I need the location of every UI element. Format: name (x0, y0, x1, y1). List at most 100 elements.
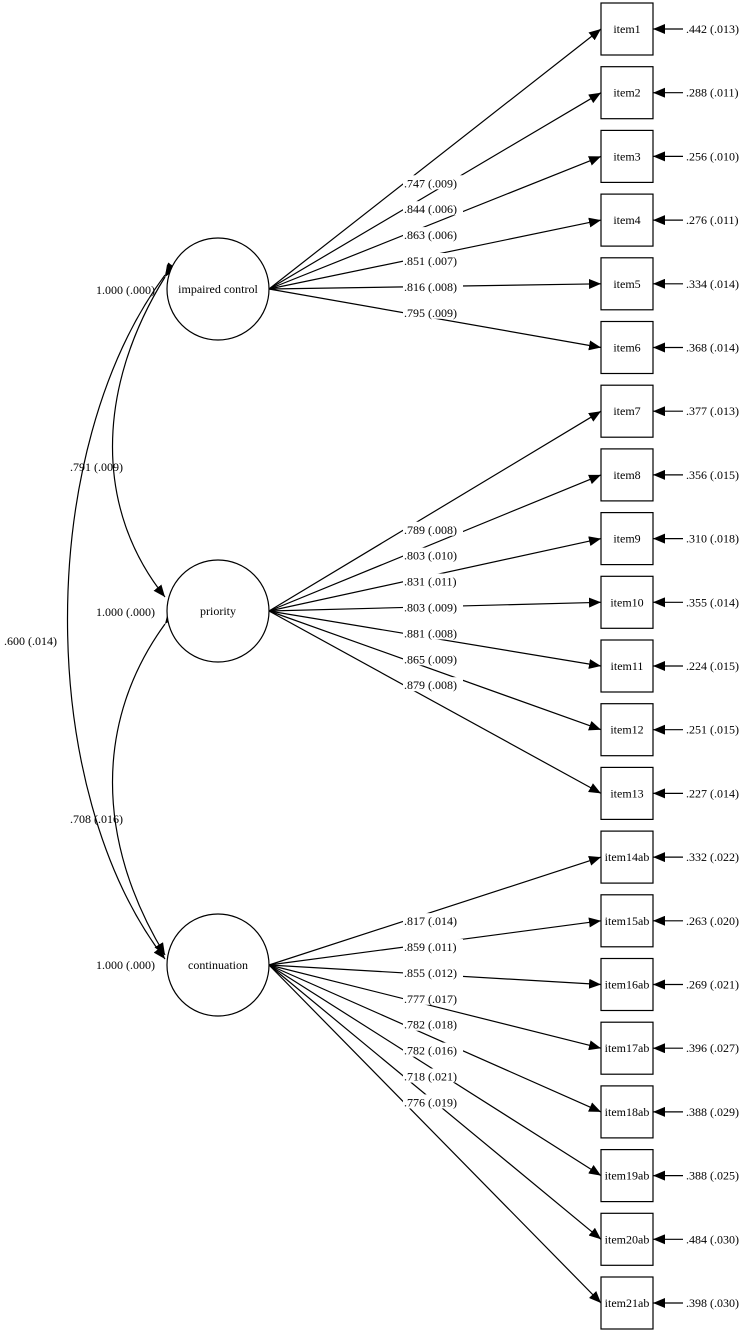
item-box-item7: item7 (600, 384, 654, 438)
residual-label-item4: .276 (.011) (686, 213, 739, 227)
loading-label-item10: .803 (.009) (404, 600, 457, 614)
factor-label: continuation (188, 958, 248, 972)
item-label-item15ab: item15ab (605, 914, 650, 928)
loading-label-item20ab: .718 (.021) (404, 1070, 457, 1084)
loading-arrow-item1 (268, 28, 602, 290)
loading-arrow-item13 (268, 610, 602, 794)
item-box-item9: item9 (600, 511, 654, 566)
loading-label-item4: .851 (.007) (404, 254, 457, 268)
covariance-curve-priority-continuation (111, 611, 177, 956)
item-label-item13: item13 (610, 786, 643, 800)
loading-label-bg (403, 939, 463, 954)
residual-label-item12: .251 (.015) (686, 723, 739, 737)
loading-label-item16ab: .855 (.012) (404, 966, 457, 980)
item-box-item14ab: item14ab (600, 830, 654, 884)
item-label-item1: item1 (613, 22, 640, 36)
item-label-item18ab: item18ab (605, 1105, 650, 1119)
loading-label-bg (403, 990, 463, 1005)
factor-variance-label: 1.000 (.000) (96, 605, 155, 619)
residual-label-item18ab: .388 (.029) (686, 1105, 739, 1119)
factor-continuation: continuation (166, 913, 270, 1017)
residual-label-item3: .256 (.010) (686, 149, 739, 163)
loading-label-bg (403, 677, 463, 692)
residual-label-item16ab: .269 (.021) (686, 978, 739, 992)
loading-label-item11: .881 (.008) (404, 626, 457, 640)
loading-label-bg (403, 599, 463, 614)
loading-label-item3: .863 (.006) (404, 228, 457, 242)
residual-label-item19ab: .388 (.025) (686, 1169, 739, 1183)
residual-label-item7: .377 (.013) (686, 404, 739, 418)
factor-variance-labels: 1.000 (.000) 1.000 (.000) 1.000 (.000) (96, 283, 155, 972)
residual-label-item15ab: .263 (.020) (686, 914, 739, 928)
covariance-curve-impaired-priority (111, 264, 176, 598)
factor-label: impaired control (178, 282, 258, 296)
residual-label-item1: .442 (.013) (686, 22, 739, 36)
item-label-item8: item8 (613, 468, 640, 482)
latent-factors: impaired control priority continuation (166, 237, 270, 1017)
loading-label-item1: .747 (.009) (404, 176, 457, 190)
residual-label-item17ab: .396 (.027) (686, 1041, 739, 1055)
loading-arrow-item21ab (268, 964, 602, 1304)
item-box-item18ab: item18ab (600, 1085, 654, 1139)
residual-label-item5: .334 (.014) (686, 277, 739, 291)
item-label-item2: item2 (613, 86, 640, 100)
loading-label-bg (403, 278, 463, 293)
item-box-item13: item13 (600, 766, 654, 821)
residual-label-item11: .224 (.015) (686, 659, 739, 673)
item-box-item19ab: item19ab (600, 1148, 654, 1203)
item-label-item6: item6 (613, 341, 640, 355)
item-label-item5: item5 (613, 277, 640, 291)
loading-labels: .747 (.009).844 (.006).863 (.006).851 (.… (403, 175, 463, 1109)
loading-label-bg (403, 1016, 463, 1031)
item-box-item8: item8 (600, 448, 654, 502)
residual-label-item20ab: .484 (.030) (686, 1232, 739, 1246)
loading-label-item8: .803 (.010) (404, 549, 457, 563)
item-box-item16ab: item16ab (600, 957, 654, 1012)
loading-arrow-item14ab (268, 856, 602, 966)
residual-label-item2: .288 (.011) (686, 86, 739, 100)
loading-label-item7: .789 (.008) (404, 523, 457, 537)
loading-label-bg (403, 227, 463, 242)
loading-label-bg (403, 547, 463, 562)
residual-label-item6: .368 (.014) (686, 341, 739, 355)
loading-label-bg (403, 1042, 463, 1057)
loading-label-item15ab: .859 (.011) (404, 940, 457, 954)
loading-label-bg (403, 1094, 463, 1109)
loading-label-bg (403, 1068, 463, 1083)
item-label-item12: item12 (610, 723, 643, 737)
loading-label-bg (403, 304, 463, 319)
item-label-item4: item4 (613, 213, 640, 227)
item-box-item21ab: item21ab (600, 1276, 654, 1330)
covariance-labels: .791 (.009) .708 (.016) .600 (.014) (4, 460, 123, 826)
item-box-item10: item10 (600, 575, 654, 629)
loading-label-bg (403, 625, 463, 640)
item-label-item3: item3 (613, 149, 640, 163)
factor-impaired-control: impaired control (166, 237, 270, 341)
factor-label: priority (200, 604, 236, 618)
loading-label-bg (403, 201, 463, 216)
residual-labels: .442 (.013) .288 (.011) .256 (.010) .276 (.… (686, 22, 739, 1310)
item-box-item20ab: item20ab (600, 1212, 654, 1266)
item-box-item12: item12 (600, 703, 654, 757)
residual-label-item8: .356 (.015) (686, 468, 739, 482)
factor-variance-label: 1.000 (.000) (96, 958, 155, 972)
item-label-item16ab: item16ab (605, 978, 650, 992)
loading-label-bg (403, 573, 463, 588)
indicator-items: item1 item2 item3 item4 item5 item6 item7 item8… (600, 2, 654, 1330)
residual-label-item13: .227 (.014) (686, 786, 739, 800)
item-box-item17ab: item17ab (600, 1021, 654, 1075)
loading-label-bg (403, 175, 463, 190)
loading-label-item13: .879 (.008) (404, 678, 457, 692)
loading-arrow-item17ab (268, 964, 602, 1051)
item-label-item19ab: item19ab (605, 1169, 650, 1183)
loading-arrow-item8 (268, 474, 602, 612)
item-box-item1: item1 (600, 2, 654, 56)
loading-label-bg (403, 964, 463, 979)
item-box-item3: item3 (600, 129, 654, 183)
loading-arrow-item2 (268, 92, 602, 290)
item-box-item5: item5 (600, 257, 654, 311)
item-box-item2: item2 (600, 66, 654, 120)
loading-label-item18ab: .782 (.018) (404, 1018, 457, 1032)
residual-label-item14ab: .332 (.022) (686, 850, 739, 864)
